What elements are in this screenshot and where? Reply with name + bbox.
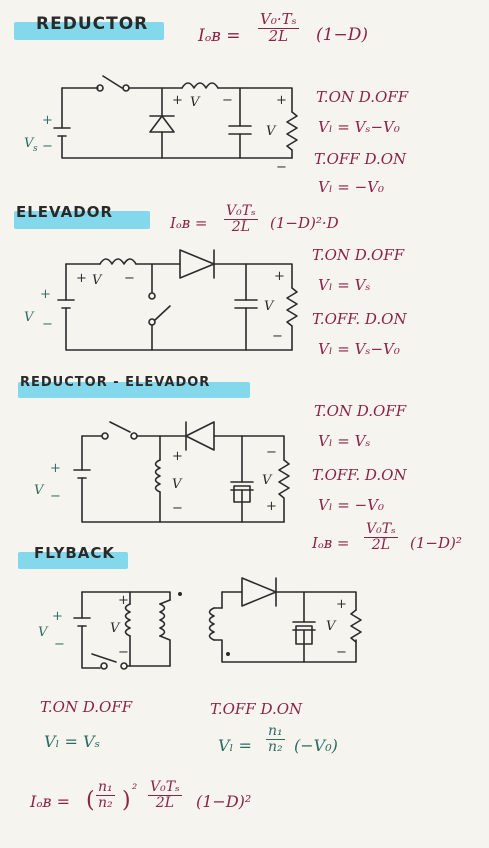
svg-text:s: s [33, 144, 38, 154]
svg-text:−: − [42, 139, 53, 154]
fraction-denominator: n₂ [268, 738, 283, 755]
title-highlight [18, 552, 128, 569]
fraction-denominator: n₂ [98, 794, 113, 811]
svg-text:−: − [118, 645, 129, 660]
svg-text:−: − [124, 271, 135, 286]
flyback-turns-fraction: n₁ n₂ [96, 780, 115, 810]
svg-text:+: + [276, 93, 287, 108]
svg-text:−: − [276, 160, 287, 175]
svg-text:V: V [92, 273, 103, 288]
svg-text:+: + [118, 593, 129, 608]
fraction-denominator: 2L [155, 794, 174, 811]
elevador-ton-equation: Vₗ = Vₛ [318, 276, 371, 294]
flyback-ton-label: T.ON D.OFF [40, 698, 133, 716]
reductor-elevador-ton-label: T.ON D.OFF [314, 402, 407, 420]
fraction-numerator: V₀Tₛ [224, 203, 258, 220]
elevador-iob-tail: (1−D)²·D [270, 214, 339, 232]
svg-text:V: V [326, 619, 337, 634]
svg-text:V: V [110, 621, 121, 636]
paren-right: ) [122, 788, 131, 813]
reductor-title: REDUCTOR [36, 14, 149, 34]
reductor-elevador-toff-equation: Vₗ = −V₀ [318, 496, 384, 514]
svg-text:−: − [172, 501, 183, 516]
flyback-title: FLYBACK [34, 544, 116, 562]
svg-text:−: − [42, 317, 53, 332]
reductor-ton-label: T.ON D.OFF [316, 88, 409, 106]
reductor-elevador-iob-label: Iₒʙ = [312, 534, 350, 552]
fraction-denominator: 2L [371, 536, 390, 553]
fraction-numerator: V₀Tₛ [148, 779, 182, 796]
fraction-numerator: V₀·Tₛ [258, 10, 299, 29]
svg-text:+: + [52, 609, 63, 624]
svg-text:V: V [264, 299, 275, 314]
svg-text:+: + [274, 269, 285, 284]
fraction-denominator: 2L [231, 218, 250, 235]
reductor-iob-fraction: V₀·Tₛ 2L [258, 10, 299, 45]
reductor-toff-equation: Vₗ = −V₀ [318, 178, 384, 196]
flyback-iob-fraction: V₀Tₛ 2L [148, 780, 182, 810]
fraction-denominator: 2L [268, 26, 289, 45]
svg-text:V: V [262, 473, 273, 488]
reductor-elevador-iob-fraction: V₀Tₛ 2L [364, 522, 398, 552]
elevador-iob-fraction: V₀Tₛ 2L [224, 204, 258, 234]
elevador-toff-equation: Vₗ = Vₛ−V₀ [318, 340, 400, 358]
svg-text:+: + [336, 597, 347, 612]
svg-text:−: − [54, 637, 65, 652]
fraction-numerator: V₀Tₛ [364, 521, 398, 538]
svg-text:−: − [50, 489, 61, 504]
elevador-title: ELEVADOR [16, 203, 114, 221]
svg-text:V: V [266, 124, 277, 139]
reductor-ton-equation: Vₗ = Vₛ−V₀ [318, 118, 400, 136]
paren-left: ( [86, 788, 95, 813]
elevador-iob-label: Iₒʙ = [170, 214, 208, 232]
elevador-ton-label: T.ON D.OFF [312, 246, 405, 264]
svg-text:+: + [76, 271, 87, 286]
reductor-elevador-iob-tail: (1−D)² [410, 534, 462, 552]
reductor-iob-tail: (1−D) [316, 25, 368, 45]
svg-text:V: V [172, 477, 183, 492]
title-highlight [14, 211, 150, 229]
svg-text:+: + [266, 499, 277, 514]
flyback-toff-equation-tail: (−V₀) [294, 736, 338, 755]
reductor-elevador-title: REDUCTOR - ELEVADOR [20, 375, 211, 390]
flyback-iob-label: Iₒʙ = [30, 792, 70, 811]
svg-text:+: + [50, 461, 61, 476]
reductor-elevador-ton-equation: Vₗ = Vₛ [318, 432, 371, 450]
title-highlight [18, 382, 250, 398]
flyback-toff-fraction: n₁ n₂ [266, 724, 285, 754]
svg-text:V: V [38, 625, 49, 640]
svg-text:−: − [266, 445, 277, 460]
fraction-numerator: n₁ [266, 723, 285, 740]
flyback-toff-label: T.OFF D.ON [210, 700, 303, 718]
svg-text:+: + [42, 113, 53, 128]
reductor-toff-label: T.OFF D.ON [314, 150, 407, 168]
vl-label: V [190, 95, 201, 110]
title-highlight [14, 22, 164, 40]
svg-text:V: V [34, 483, 45, 498]
svg-text:V: V [24, 136, 35, 151]
fraction-numerator: n₁ [96, 779, 115, 796]
flyback-ton-equation: Vₗ = Vₛ [44, 732, 100, 751]
svg-text:+: + [172, 93, 183, 108]
svg-text:−: − [222, 93, 233, 108]
flyback-iob-tail: (1−D)² [196, 792, 252, 811]
flyback-turns-exponent: ² [132, 782, 138, 797]
elevador-toff-label: T.OFF. D.ON [312, 310, 407, 328]
svg-text:V: V [24, 310, 35, 325]
svg-text:+: + [40, 287, 51, 302]
flyback-toff-equation-lhs: Vₗ = [218, 736, 252, 755]
svg-text:−: − [272, 329, 283, 344]
svg-text:−: − [336, 645, 347, 660]
reductor-iob-label: Iₒʙ = [198, 26, 241, 46]
svg-text:+: + [172, 449, 183, 464]
reductor-elevador-toff-label: T.OFF. D.ON [312, 466, 407, 484]
